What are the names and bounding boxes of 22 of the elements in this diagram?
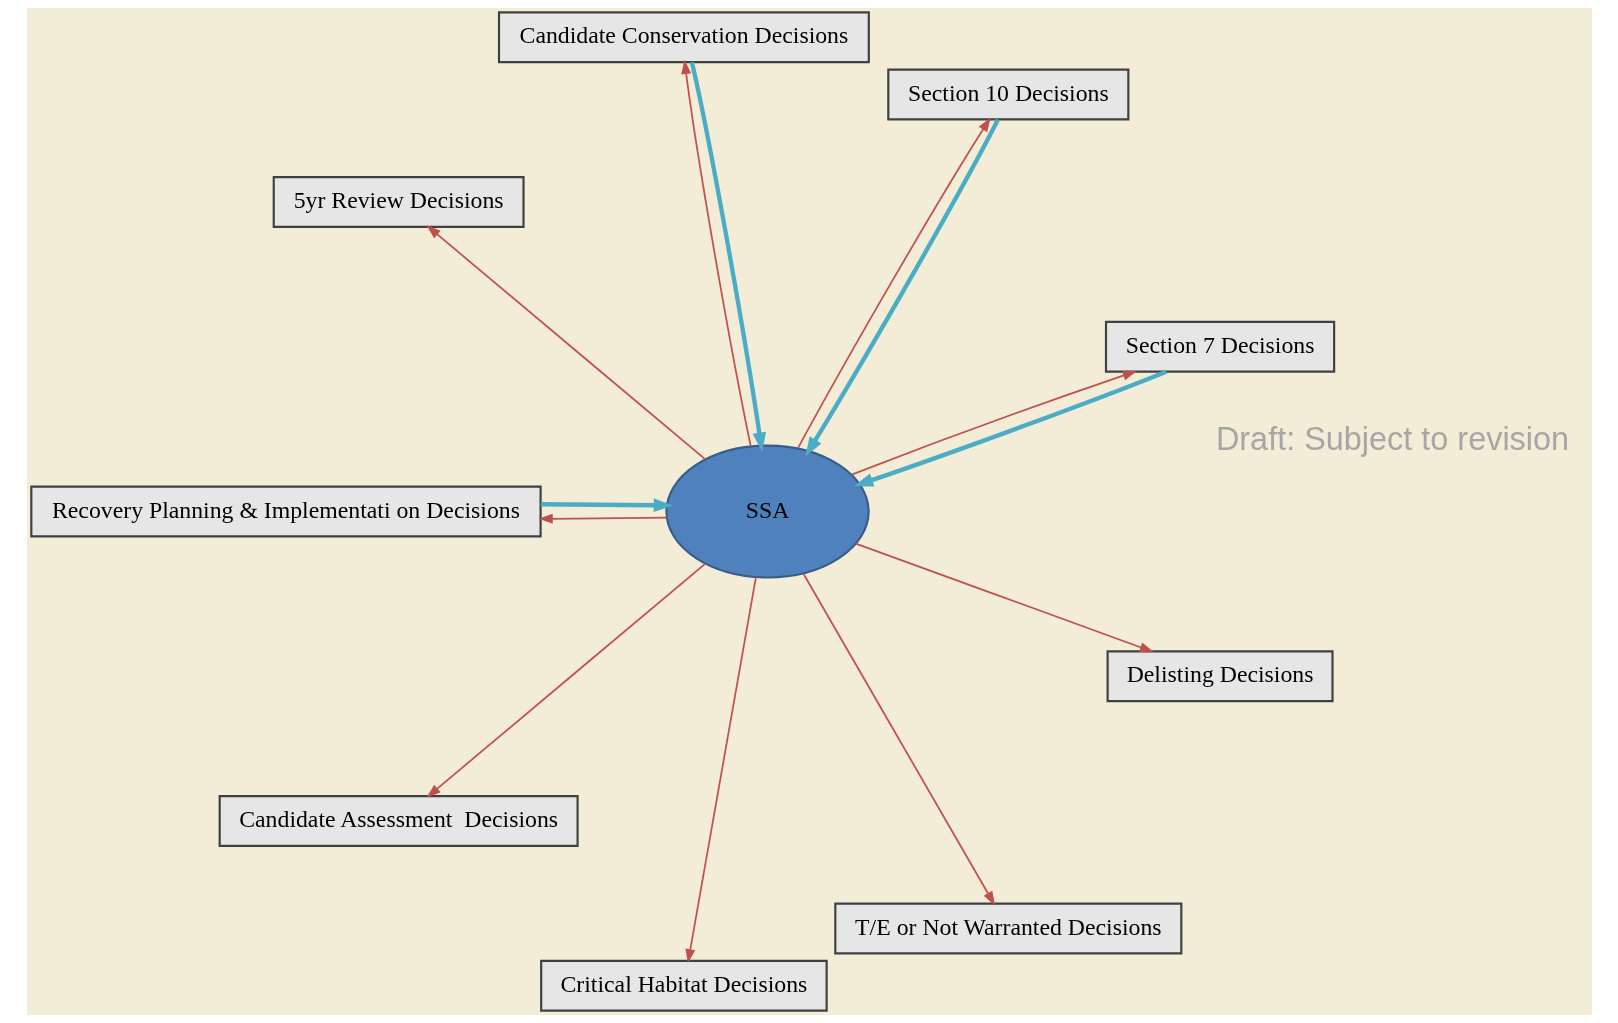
arrow xyxy=(537,513,667,524)
arrow xyxy=(684,576,757,964)
arrow xyxy=(680,59,751,447)
node-box: Candidate Assessment Decisions xyxy=(218,795,579,847)
node-box: Candidate Conservation Decisions xyxy=(497,11,870,64)
arrow xyxy=(425,225,706,461)
arrow xyxy=(540,498,673,513)
node-box: 5yr Review Decisions xyxy=(272,176,525,228)
arrow xyxy=(854,542,1154,653)
node-box: Recovery Planning & Implementati on Decisions xyxy=(29,485,542,538)
node-box: Critical Habitat Decisions xyxy=(539,959,828,1012)
arrow xyxy=(850,370,1137,476)
node-box: T/E or Not Warranted Decisions xyxy=(833,902,1182,955)
arrow xyxy=(853,369,1167,487)
node-box: Section 10 Decisions xyxy=(886,68,1129,121)
node-box: Section 7 Decisions xyxy=(1104,320,1335,373)
arrow xyxy=(425,562,706,798)
arrow xyxy=(689,61,766,453)
node-ellipse: SSA xyxy=(664,444,870,579)
node-box: Delisting Decisions xyxy=(1106,650,1334,703)
arrow xyxy=(801,572,995,906)
label: Draft: Subject to revision xyxy=(1215,421,1569,458)
